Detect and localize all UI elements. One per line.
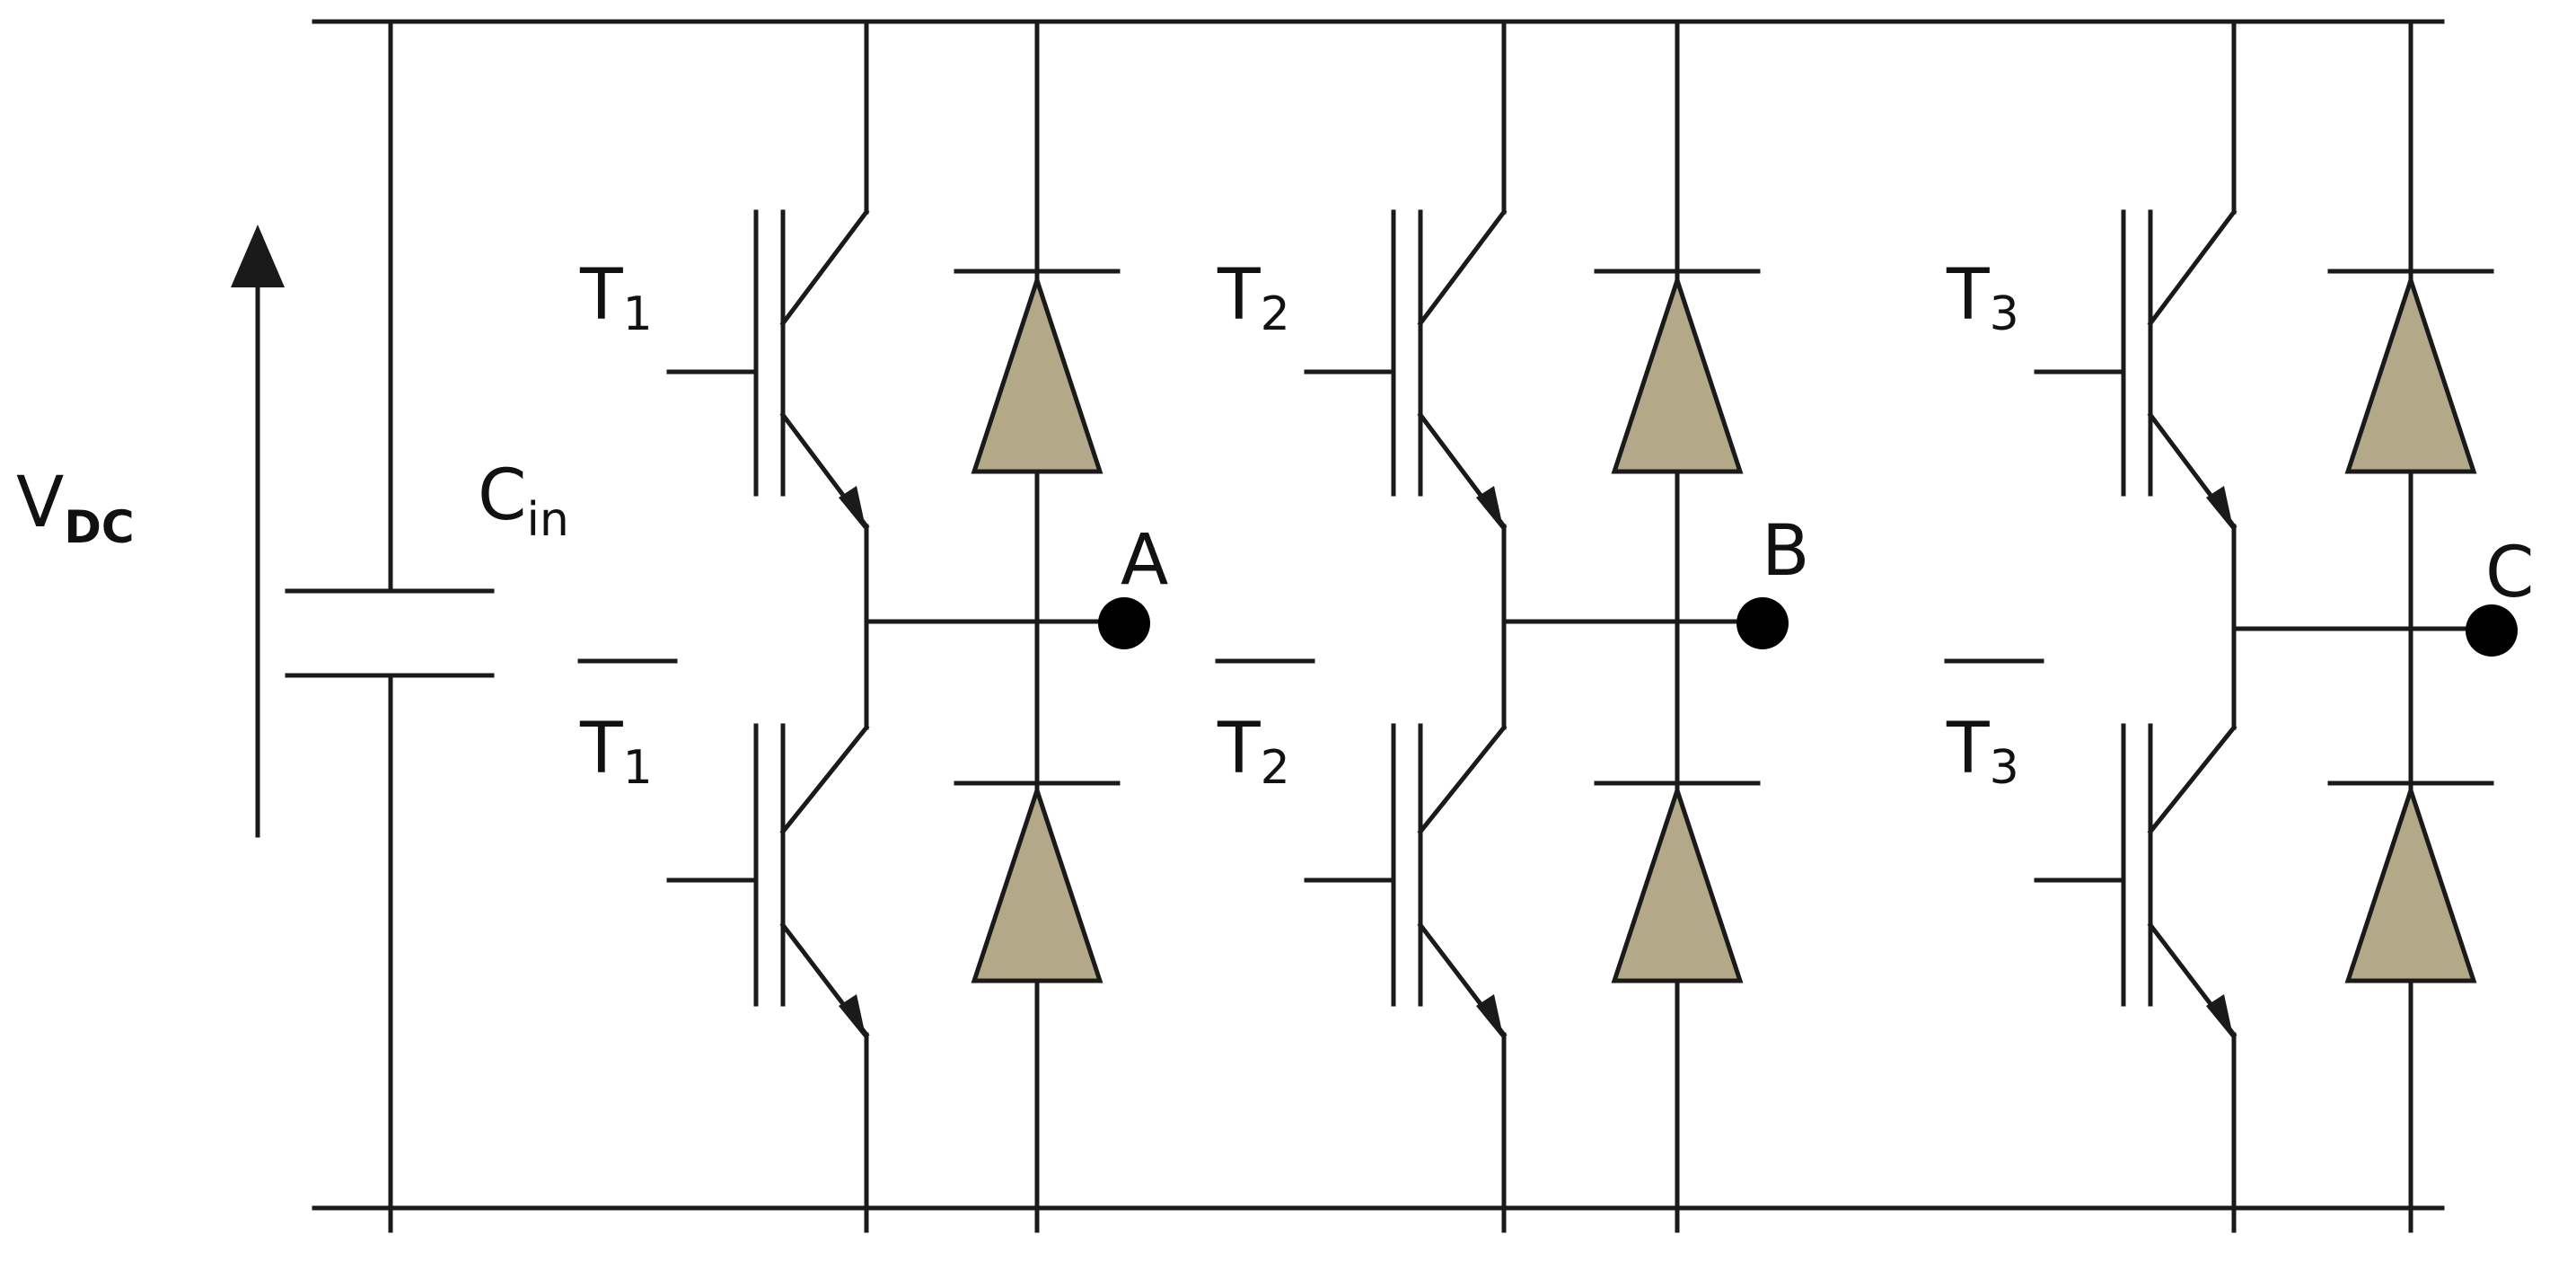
lower-switch-3-label: T3 xyxy=(1946,709,2019,795)
upper-switch-2-label: T2 xyxy=(1217,255,1290,341)
lower-diode-1 xyxy=(954,780,1121,983)
leg-1 xyxy=(666,19,1150,1233)
upper-switch-3-label: T3 xyxy=(1946,255,2019,341)
node-a-label: A xyxy=(1121,520,1168,601)
node-c-label: C xyxy=(2485,533,2534,613)
lower-igbt-1 xyxy=(666,723,870,1233)
lower-switch-1-label: T1 xyxy=(579,709,653,795)
upper-diode-1 xyxy=(954,269,1121,474)
lower-igbt-2 xyxy=(1304,723,1508,1233)
leg-2 xyxy=(1304,19,1789,1233)
lower-switch-2-label: T2 xyxy=(1217,709,1290,795)
node-b-label: B xyxy=(1762,511,1810,592)
upper-switch-1-label: T1 xyxy=(579,255,653,341)
vdc-label: VDC xyxy=(16,463,135,553)
lower-diode-2 xyxy=(1594,780,1761,983)
upper-igbt-3 xyxy=(2034,19,2238,730)
upper-diode-3 xyxy=(2327,269,2494,474)
leg-3 xyxy=(2034,19,2518,1233)
upper-igbt-2 xyxy=(1304,19,1508,730)
lower-igbt-3 xyxy=(2034,723,2238,1233)
phase-a-terminal xyxy=(1098,597,1150,649)
phase-c-terminal xyxy=(2466,604,2518,657)
phase-b-terminal xyxy=(1736,597,1789,649)
upper-igbt-1 xyxy=(666,19,870,730)
cin-label: Cin xyxy=(478,455,569,547)
input-capacitor xyxy=(285,19,495,1233)
vdc-arrow xyxy=(231,225,285,838)
lower-diode-3 xyxy=(2327,780,2494,983)
upper-diode-2 xyxy=(1594,269,1761,474)
